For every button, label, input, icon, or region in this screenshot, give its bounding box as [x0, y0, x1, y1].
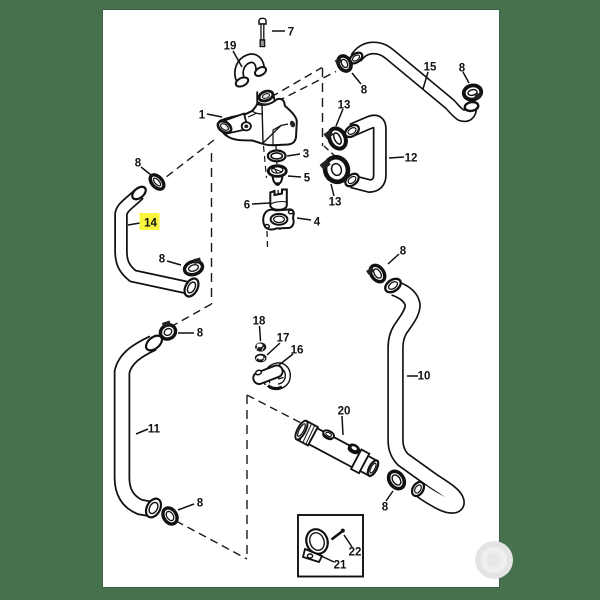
svg-text:18: 18	[253, 316, 266, 328]
svg-text:1: 1	[199, 110, 206, 122]
svg-text:19: 19	[224, 41, 237, 53]
svg-text:8: 8	[400, 246, 407, 258]
svg-text:8: 8	[361, 85, 368, 97]
svg-text:8: 8	[159, 254, 166, 266]
svg-text:22: 22	[349, 547, 362, 559]
svg-text:6: 6	[244, 200, 250, 212]
svg-text:13: 13	[329, 197, 342, 209]
svg-text:8: 8	[135, 158, 142, 170]
svg-text:20: 20	[338, 406, 351, 418]
svg-text:8: 8	[459, 63, 466, 75]
svg-text:13: 13	[338, 100, 351, 112]
svg-text:4: 4	[314, 217, 321, 229]
svg-text:11: 11	[148, 424, 161, 436]
svg-text:14: 14	[144, 218, 157, 230]
svg-text:8: 8	[197, 498, 204, 510]
svg-text:16: 16	[291, 345, 304, 357]
svg-text:8: 8	[197, 328, 204, 340]
svg-text:7: 7	[288, 27, 294, 39]
svg-text:21: 21	[334, 560, 347, 572]
svg-text:17: 17	[277, 333, 290, 345]
svg-text:5: 5	[304, 173, 311, 185]
svg-text:15: 15	[424, 62, 437, 74]
svg-text:10: 10	[418, 371, 431, 383]
svg-text:12: 12	[405, 153, 418, 165]
svg-text:8: 8	[382, 502, 389, 514]
svg-text:3: 3	[303, 149, 309, 161]
